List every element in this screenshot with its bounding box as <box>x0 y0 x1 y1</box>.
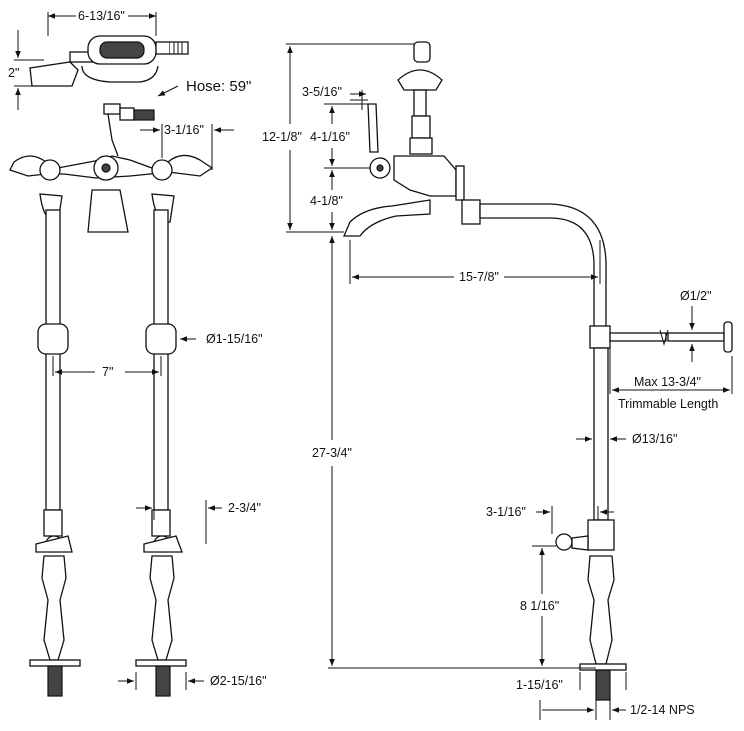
dim-lever-height: 4-1/16" <box>310 130 350 144</box>
dim-spout-reach: 15-7/8" <box>459 270 499 284</box>
side-valve-body <box>343 103 481 237</box>
dim-spout-height: 4-1/8" <box>310 194 343 208</box>
dim-side-valve-offset: 3-1/16" <box>486 505 526 519</box>
dim-leg-diameter: Ø1-15/16" <box>206 332 263 346</box>
dim-valve-offset-top: 3-1/16" <box>164 123 204 137</box>
dim-handle-offset: 3-5/16" <box>302 85 342 99</box>
dim-base-diameter: 1-15/16" <box>516 678 563 692</box>
dim-valve-offset-bottom: 2-3/4" <box>228 501 261 515</box>
side-view: 12-1/8" 3-5/16" 4-1/16" 4-1/8" 15-7/8" Ø… <box>262 41 733 720</box>
side-supply-pipe <box>479 203 733 701</box>
dim-trimmable: Trimmable Length <box>618 397 718 411</box>
handshower <box>29 35 189 87</box>
dim-supply-diameter: Ø1/2" <box>680 289 712 303</box>
mixer-body <box>9 154 214 233</box>
dim-overall-height-pipe: 27-3/4" <box>312 446 352 460</box>
dim-pipe-diameter: Ø13/16" <box>632 432 677 446</box>
dim-hose: Hose: 59" <box>186 78 251 95</box>
dim-max-length: Max 13-3/4" <box>634 375 701 389</box>
side-handshower <box>397 41 443 155</box>
dim-center-spacing: 7" <box>102 365 113 379</box>
supply-legs <box>29 209 187 697</box>
front-view: 6-13/16" 2" Hose: 59" 3-1/16" Ø1-15/16" … <box>8 9 267 697</box>
dim-valve-height: 8 1/16" <box>520 599 559 613</box>
hose-connector <box>103 103 155 157</box>
dim-thread: 1/2-14 NPS <box>630 703 695 717</box>
dim-overall-height-top: 12-1/8" <box>262 130 302 144</box>
dim-handshower-width: 6-13/16" <box>78 9 125 23</box>
dim-handshower-height: 2" <box>8 66 19 80</box>
dim-flange-diameter: Ø2-15/16" <box>210 674 267 688</box>
